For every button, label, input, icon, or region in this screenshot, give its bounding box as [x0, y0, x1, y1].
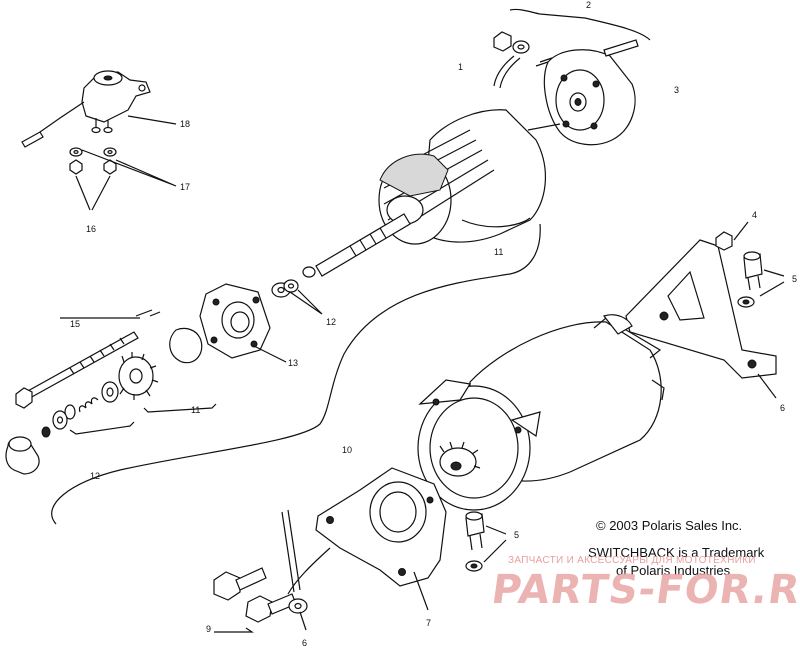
- callout-6-cable: 6: [302, 638, 307, 648]
- callout-4: 4: [752, 210, 757, 220]
- callout-12-washers: 12: [326, 317, 336, 327]
- trademark-notice-line1: SWITCHBACK is a Trademark: [588, 545, 765, 560]
- callout-6-bracket: 6: [780, 403, 785, 413]
- callout-13: 13: [288, 358, 298, 368]
- callout-9: 9: [206, 624, 211, 634]
- callout-5-lower: 5: [514, 530, 519, 540]
- solenoid-nut-washers: [69, 147, 117, 175]
- callout-15: 15: [70, 319, 80, 329]
- callout-1: 1: [458, 62, 463, 72]
- through-bolt-part: [15, 331, 139, 409]
- mounting-bracket-part: [625, 239, 777, 379]
- drive-cover-part: [5, 436, 40, 475]
- callout-16: 16: [86, 224, 96, 234]
- drive-end-plate-part: [199, 283, 271, 359]
- watermark-caption: ЗАПЧАСТИ И АКСЕССУАРЫ ДЛЯ МОТОТЕХНИКИ: [508, 555, 756, 566]
- callout-18: 18: [180, 119, 190, 129]
- callout-3: 3: [674, 85, 679, 95]
- lower-bracket-part: [315, 467, 447, 587]
- callout-2: 2: [586, 0, 591, 10]
- callout-12-drive-group: 12: [90, 471, 100, 481]
- cable-bolt-part: [213, 567, 297, 633]
- callout-17: 17: [180, 182, 190, 192]
- armature-part: [302, 109, 547, 278]
- callout-11-armature: 11: [494, 247, 503, 257]
- callout-7: 7: [426, 618, 431, 628]
- spring-washers-part: [41, 381, 119, 438]
- end-cap-part: [535, 39, 639, 146]
- callout-11-gear-group: 11: [191, 405, 200, 415]
- watermark-logo: PARTS-FOR.RU: [488, 567, 800, 613]
- thrust-washers-part: [271, 279, 299, 298]
- callout-10: 10: [342, 445, 352, 455]
- solenoid-part: [21, 70, 151, 148]
- pinion-gear-part: [118, 352, 159, 400]
- starter-motor-assembly: [417, 314, 665, 511]
- cable-part: [281, 509, 308, 631]
- lower-bolt-washer-part: [465, 511, 485, 572]
- nut-washer-part: [493, 31, 530, 89]
- callout-5-upper: 5: [792, 274, 797, 284]
- trademark-notice-line2: of Polaris Industries: [616, 563, 731, 578]
- copyright-notice: © 2003 Polaris Sales Inc.: [596, 518, 743, 533]
- bracket-nut-bolt-part: [715, 231, 763, 308]
